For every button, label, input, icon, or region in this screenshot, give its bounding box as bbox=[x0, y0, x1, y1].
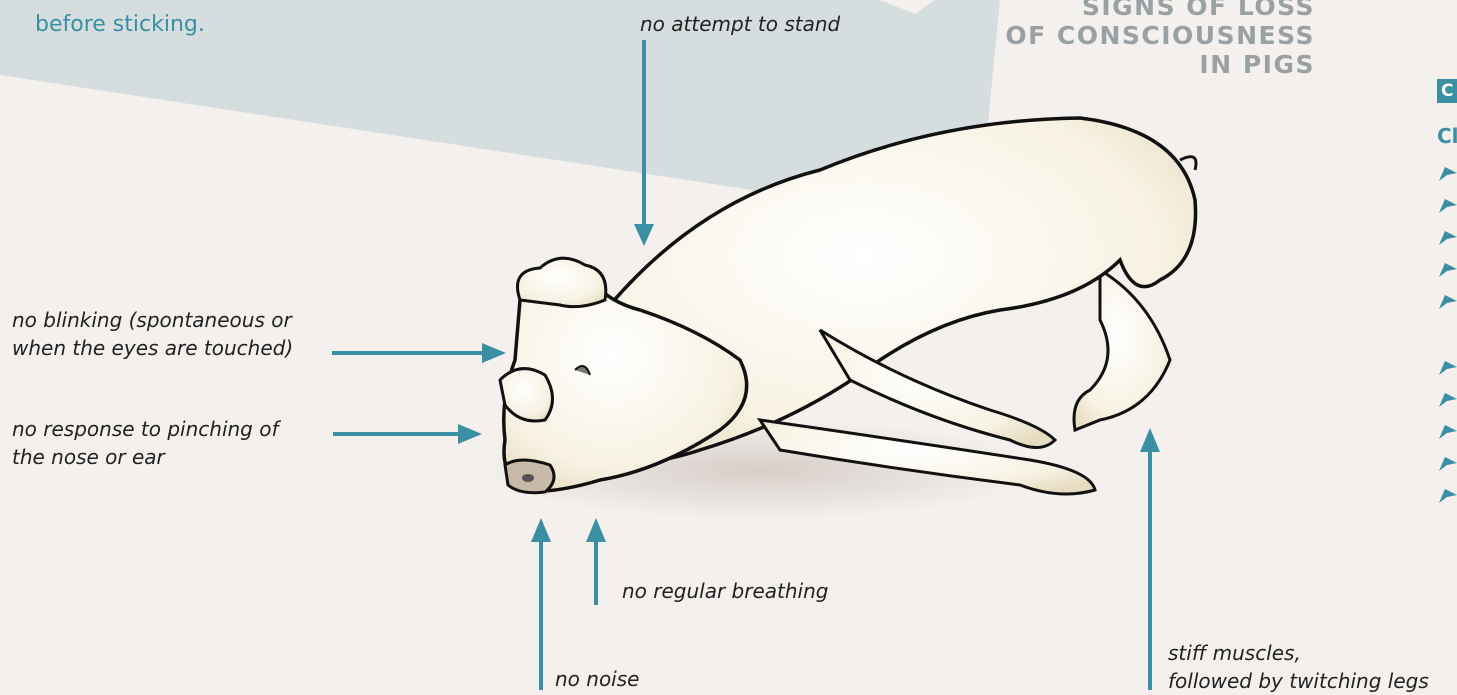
side-panel-badge: C bbox=[1437, 79, 1457, 103]
sign-pinching: no response to pinching of the nose or e… bbox=[12, 415, 279, 471]
bullet-icon bbox=[1437, 263, 1457, 279]
sign-stand: no attempt to stand bbox=[640, 10, 840, 38]
arrow-breathing bbox=[586, 518, 606, 605]
sign-breathing: no regular breathing bbox=[622, 577, 828, 605]
bullet-icon bbox=[1437, 199, 1457, 215]
bullet-icon bbox=[1437, 295, 1457, 311]
bullet-icon bbox=[1437, 231, 1457, 247]
bullet-icon bbox=[1437, 457, 1457, 473]
sign-blinking: no blinking (spontaneous or when the eye… bbox=[12, 306, 293, 362]
arrow-pinching bbox=[333, 424, 482, 444]
bullet-icon bbox=[1437, 361, 1457, 377]
bullet-icon bbox=[1437, 393, 1457, 409]
bullet-icon bbox=[1437, 489, 1457, 505]
bullet-icon bbox=[1437, 167, 1457, 183]
sign-noise: no noise bbox=[555, 665, 639, 693]
bullet-icon bbox=[1437, 425, 1457, 441]
arrow-muscles bbox=[1140, 428, 1160, 690]
arrow-blinking bbox=[332, 343, 506, 363]
side-panel-heading: Cl bbox=[1437, 124, 1457, 148]
arrow-stand bbox=[634, 40, 654, 246]
sign-muscles: stiff muscles, followed by twitching leg… bbox=[1168, 639, 1429, 695]
arrow-noise bbox=[531, 518, 551, 690]
